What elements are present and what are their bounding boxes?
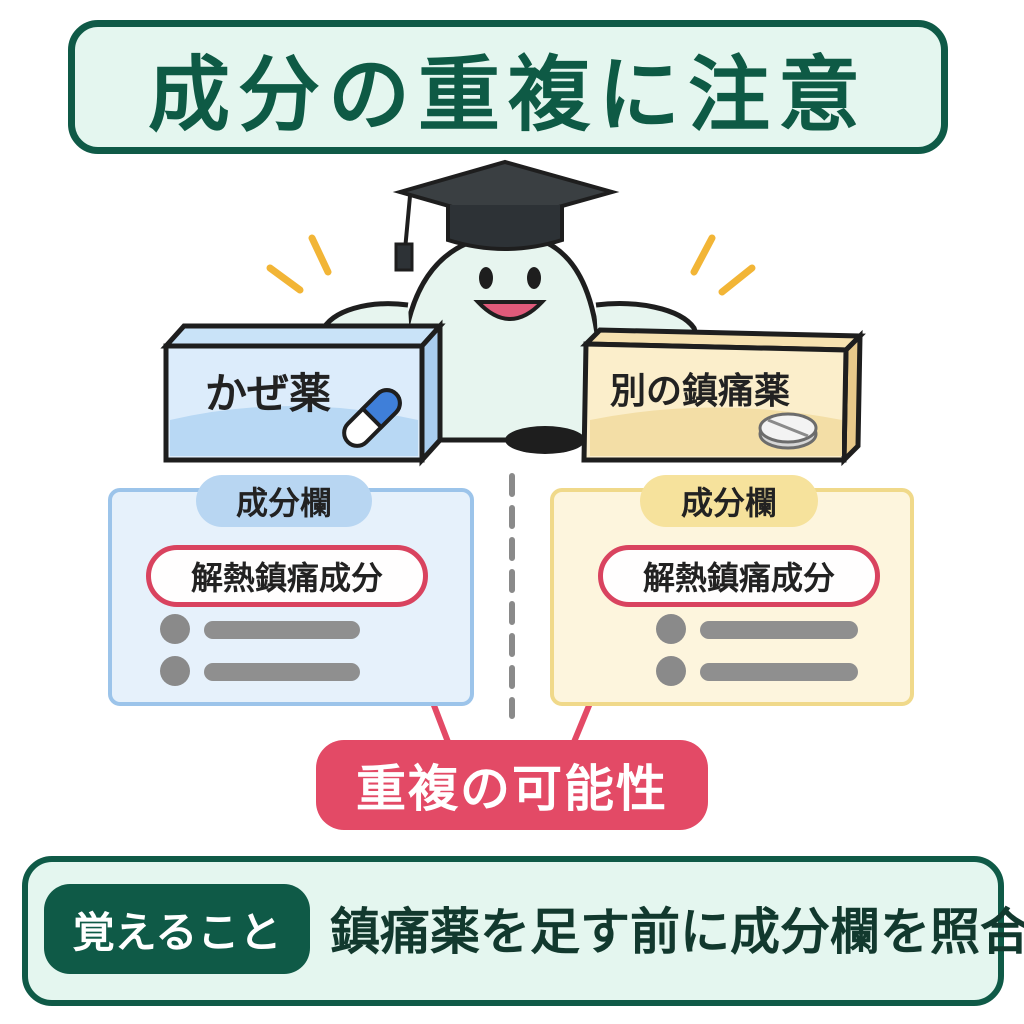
memo-tag: 覚えること (44, 884, 310, 974)
sparkle-right-icon (690, 234, 756, 296)
capsule-icon (342, 388, 402, 448)
page-title: 成分の重複に注意 (147, 47, 868, 143)
ingredient-highlight-right: 解熱鎮痛成分 (598, 545, 880, 607)
bullet-dot (160, 614, 190, 644)
placeholder-line (700, 621, 858, 639)
bullet-dot (656, 614, 686, 644)
bullet-dot (656, 656, 686, 686)
memo-text: 鎮痛薬を足す前に成分欄を照合 (330, 903, 1024, 961)
section-label-right: 成分欄 (640, 475, 818, 527)
graduation-cap-icon (392, 159, 620, 272)
placeholder-line (204, 621, 360, 639)
section-label-left: 成分欄 (196, 475, 372, 527)
cold-medicine-label: かぜ薬 (205, 369, 332, 418)
duplication-warning-badge: 重複の可能性 (316, 740, 708, 830)
ingredient-highlight-left: 解熱鎮痛成分 (146, 545, 428, 607)
painkiller-label: 別の鎮痛薬 (610, 371, 791, 412)
sparkle-left-icon (266, 234, 332, 294)
title-banner: 成分の重複に注意 (68, 20, 948, 154)
tablet-icon (758, 412, 818, 450)
bullet-dot (160, 656, 190, 686)
placeholder-line (700, 663, 858, 681)
placeholder-line (204, 663, 360, 681)
